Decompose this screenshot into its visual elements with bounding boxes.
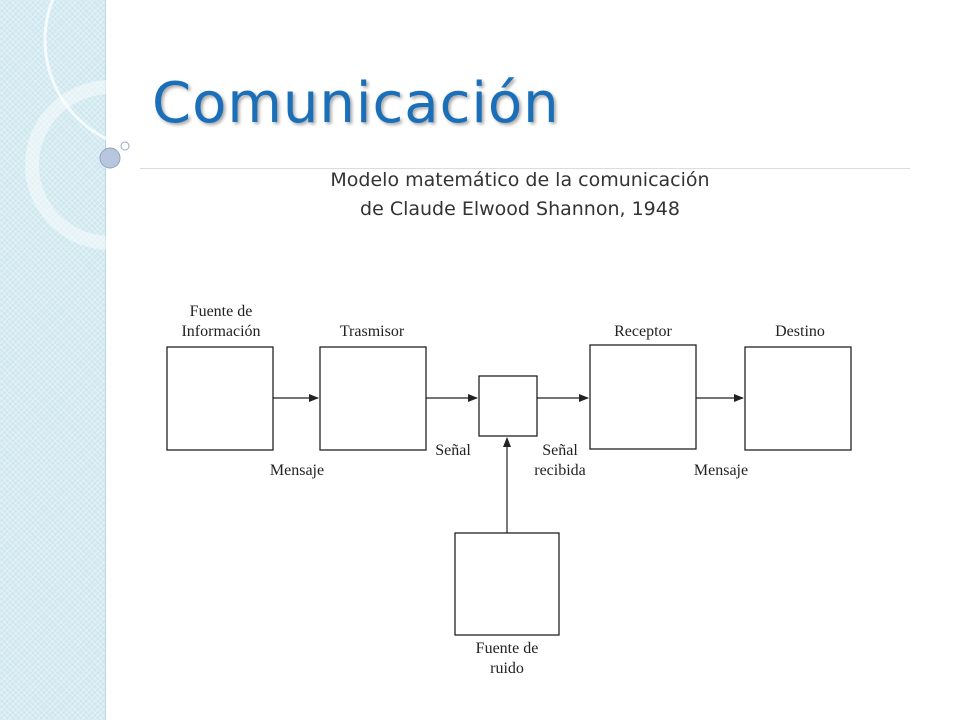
slide-title: Comunicación [152,71,560,136]
label-received-line1: Señal [542,442,578,459]
box-destination [744,346,852,451]
label-destination: Destino [775,323,825,340]
title-divider [140,168,910,169]
decorative-circles [25,0,200,250]
deco-dot-large [99,147,121,169]
label-noise-line2: ruido [490,660,524,677]
box-receiver [589,344,697,450]
diagram-heading-line2: de Claude Elwood Shannon, 1948 [360,198,680,220]
label-source-line2: Información [181,323,260,340]
label-noise-line1: Fuente de [476,640,539,657]
label-received-line2: recibida [534,462,586,479]
label-transmitter: Trasmisor [340,323,405,340]
diagram-heading-line1: Modelo matemático de la comunicación [330,169,710,191]
box-noise-source [454,532,560,636]
label-signal: Señal [435,442,471,459]
label-source-line1: Fuente de [190,303,253,320]
box-channel [478,375,538,437]
deco-dot-small [120,141,130,151]
label-receiver: Receptor [614,323,672,340]
label-message-out: Mensaje [270,462,324,479]
decorative-side-strip [0,0,106,720]
box-transmitter [319,346,427,451]
label-message-in: Mensaje [694,462,748,479]
deco-ring [25,80,195,250]
deco-arc-large [43,0,200,152]
diagram-heading: Modelo matemático de la comunicación de … [220,166,820,224]
box-information-source [166,346,274,451]
